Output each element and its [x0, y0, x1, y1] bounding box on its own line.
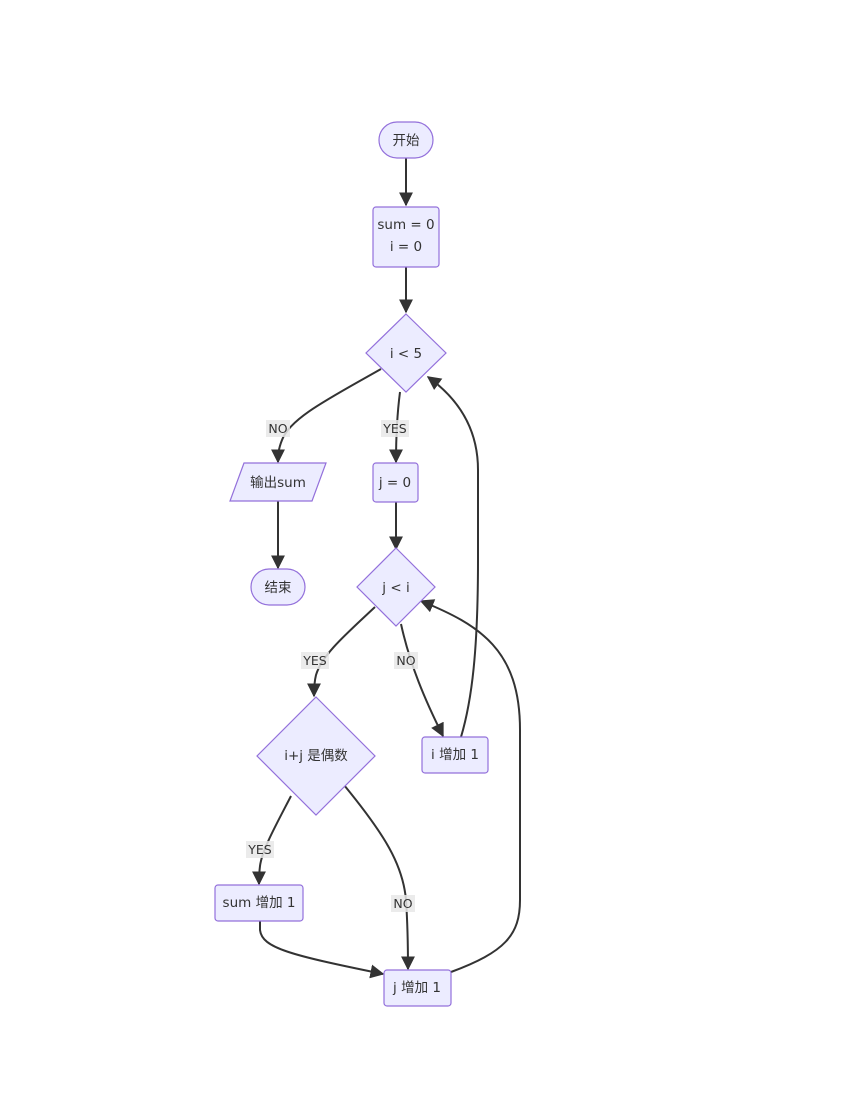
edge-labels: NO YES YES NO YES NO — [246, 420, 418, 912]
svg-text:YES: YES — [302, 653, 327, 668]
node-j-inc-label: j 增加 1 — [392, 980, 441, 996]
node-init-sum-label: sum = 0 — [377, 217, 434, 233]
svg-text:NO: NO — [268, 421, 287, 436]
nodes: 开始 sum = 0 i = 0 i < 5 输出sum 结束 j = 0 j … — [214, 121, 489, 1007]
edges — [252, 158, 521, 979]
svg-text:NO: NO — [393, 896, 412, 911]
edge-i-inc-to-cond-i — [426, 376, 479, 738]
node-end[interactable]: 结束 — [250, 568, 306, 606]
edge-sum-inc-to-j-inc — [259, 920, 385, 979]
node-even[interactable]: i+j 是偶数 — [256, 696, 376, 816]
node-j-init-label: j = 0 — [378, 475, 411, 491]
node-start[interactable]: 开始 — [378, 121, 434, 159]
edge-cond-j-yes — [307, 606, 376, 698]
svg-text:NO: NO — [396, 653, 415, 668]
node-i-inc[interactable]: i 增加 1 — [421, 736, 489, 774]
node-i-inc-label: i 增加 1 — [431, 747, 479, 763]
node-even-label: i+j 是偶数 — [284, 748, 348, 764]
node-init-i-label: i = 0 — [390, 239, 422, 255]
edge-even-no — [343, 784, 415, 971]
edge-cond-i-no — [271, 368, 382, 464]
node-cond-i[interactable]: i < 5 — [365, 313, 447, 393]
node-j-inc[interactable]: j 增加 1 — [383, 969, 452, 1007]
node-sum-inc-label: sum 增加 1 — [223, 895, 296, 911]
edge-label-cond-j-yes: YES — [301, 652, 329, 669]
node-cond-j[interactable]: j < i — [356, 547, 436, 627]
node-start-label: 开始 — [393, 133, 420, 149]
node-cond-i-label: i < 5 — [390, 346, 422, 362]
node-sum-inc[interactable]: sum 增加 1 — [214, 884, 304, 922]
edge-label-even-yes: YES — [246, 841, 274, 858]
edge-j-inc-to-cond-j — [419, 599, 521, 973]
node-output[interactable]: 输出sum — [229, 462, 327, 502]
node-j-init[interactable]: j = 0 — [372, 462, 419, 503]
edge-cond-j-no — [400, 623, 444, 738]
node-end-label: 结束 — [265, 580, 292, 596]
node-cond-j-label: j < i — [381, 580, 409, 596]
node-output-label: 输出sum — [250, 475, 306, 491]
node-init[interactable]: sum = 0 i = 0 — [372, 206, 440, 268]
edge-even-yes — [252, 795, 292, 886]
edge-label-cond-i-yes: YES — [381, 420, 409, 437]
edge-label-cond-j-no: NO — [394, 652, 418, 669]
edge-label-cond-i-no: NO — [266, 420, 290, 437]
svg-text:YES: YES — [247, 842, 272, 857]
edge-label-even-no: NO — [391, 895, 415, 912]
svg-text:YES: YES — [382, 421, 407, 436]
